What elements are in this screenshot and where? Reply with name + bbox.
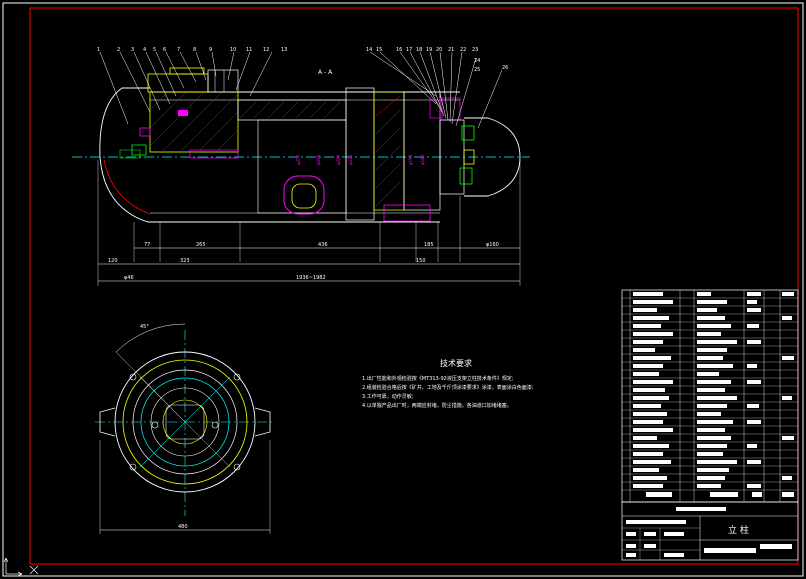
balloon-25: 25 [474,67,480,73]
piston-hatch [239,101,341,119]
dim-120: 120 [108,258,118,264]
rod-sleeve [373,91,405,211]
balloon-12: 12 [263,47,269,53]
balloon-9: 9 [209,47,212,53]
balloon-11: 11 [246,47,252,53]
top-flange [147,73,209,93]
balloon-14: 14 [366,47,372,53]
dimension-texts: 77 265 436 185 φ160 120 323 150 φ46 1936… [108,242,499,281]
rod-hatch [375,95,401,207]
dim-265: 265 [196,242,206,248]
ucs-icon [3,557,39,577]
plan-outer-circle [114,351,256,493]
seal-ring [189,149,239,159]
svg-text:φ195: φ195 [408,154,413,165]
balloon-6: 6 [163,47,166,53]
tech-item-2: 2.组装检验合格后按《矿井、工地及千斤顶涂漆要求》涂漆，表面涂白色面漆; [362,384,534,391]
balloon-24: 24 [474,58,480,64]
tech-title: 技术要求 [440,358,472,368]
balloon-18: 18 [416,47,422,53]
balloon-16: 16 [396,47,402,53]
section-label: A - A [318,69,333,76]
lifting-ring-outer [283,175,325,215]
balloon-19: 19 [426,47,432,53]
seal-left [139,127,151,137]
balloon-22: 22 [460,47,466,53]
balloon-23: 23 [472,47,478,53]
balloon-2: 2 [117,47,120,53]
balloon-21: 21 [448,47,454,53]
dim-436: 436 [318,242,328,248]
plan-ring-cyan [140,377,230,467]
rod-seal-bottom [383,204,431,222]
balloon-20: 20 [436,47,442,53]
dim-angle: 45° [140,324,149,330]
tech-item-1: 1.出厂性能和外观检验按《MT313-92液压支架立柱技术条件》规定; [362,375,514,382]
dim-150: 150 [416,258,426,264]
balloon-13: 13 [281,47,287,53]
dimension-lines [98,247,520,282]
balloon-7: 7 [177,47,180,53]
balloon-4: 4 [143,47,146,53]
rod-mid [345,87,375,221]
inner-cylinder [257,119,347,214]
plan-ring-yellow [122,359,248,485]
technical-requirements: 技术要求 1.出厂性能和外观检验按《MT313-92液压支架立柱技术条件》规定;… [362,358,534,409]
balloon-5: 5 [153,47,156,53]
svg-text:φ210: φ210 [348,154,353,165]
balloon-10: 10 [230,47,236,53]
dim-overall: 1936~1982 [296,275,326,281]
balloon-leaders [99,51,503,129]
bottom-block-hatch [149,91,239,153]
balloon-15: 15 [376,47,382,53]
balloon-26: 26 [502,65,508,71]
dim-phi160: φ160 [486,242,499,248]
balloon-17: 17 [406,47,412,53]
title-block-name: 立 柱 [728,524,749,536]
balloon-numbers: 1 2 3 4 5 6 7 8 9 10 11 12 13 14 15 16 1… [97,47,508,73]
parts-list-columns [629,290,781,502]
extension-lines [97,160,521,286]
cylinder-bottom-cap [99,87,150,223]
plan-lug-right [254,407,271,437]
svg-text:φ220: φ220 [336,154,341,165]
tech-item-3: 3.工作可靠，动作灵敏; [362,393,414,400]
rod-end-cap [464,117,521,197]
dim-77: 77 [144,242,150,248]
tech-item-4: 4.以单独产品出厂时，两端应封堵，防尘措施，各油道口加堵堵塞。 [362,402,512,409]
section-view: A - A [72,47,530,286]
balloon-1: 1 [97,47,100,53]
title-block: 立 柱 [621,501,799,561]
balloon-8: 8 [193,47,196,53]
plan-view: 45° 480 [95,323,272,534]
parts-list-rows [622,297,798,491]
plan-lug-left [99,407,116,437]
dim-185: 185 [424,242,434,248]
sheet-inner-frame [29,7,799,565]
flange-cap [169,67,205,75]
seal-small [178,110,188,116]
rod-guide [403,91,441,211]
svg-text:φ180: φ180 [420,154,425,165]
rod-green [459,167,473,185]
flange-nut [207,69,239,93]
piston-upper [237,99,347,121]
svg-text:φ290: φ290 [316,154,321,165]
lifting-ring-inner [291,183,317,209]
parts-list [621,289,799,503]
plan-bolt-holes [129,373,241,471]
dim-plan-width: 480 [178,524,188,530]
dim-323: 323 [180,258,190,264]
dim-phi46: φ46 [124,275,134,281]
cap-inner-curve [103,159,151,215]
svg-text:φ250: φ250 [296,154,301,165]
parts-list-text-blocks [633,292,794,497]
balloon-3: 3 [131,47,134,53]
